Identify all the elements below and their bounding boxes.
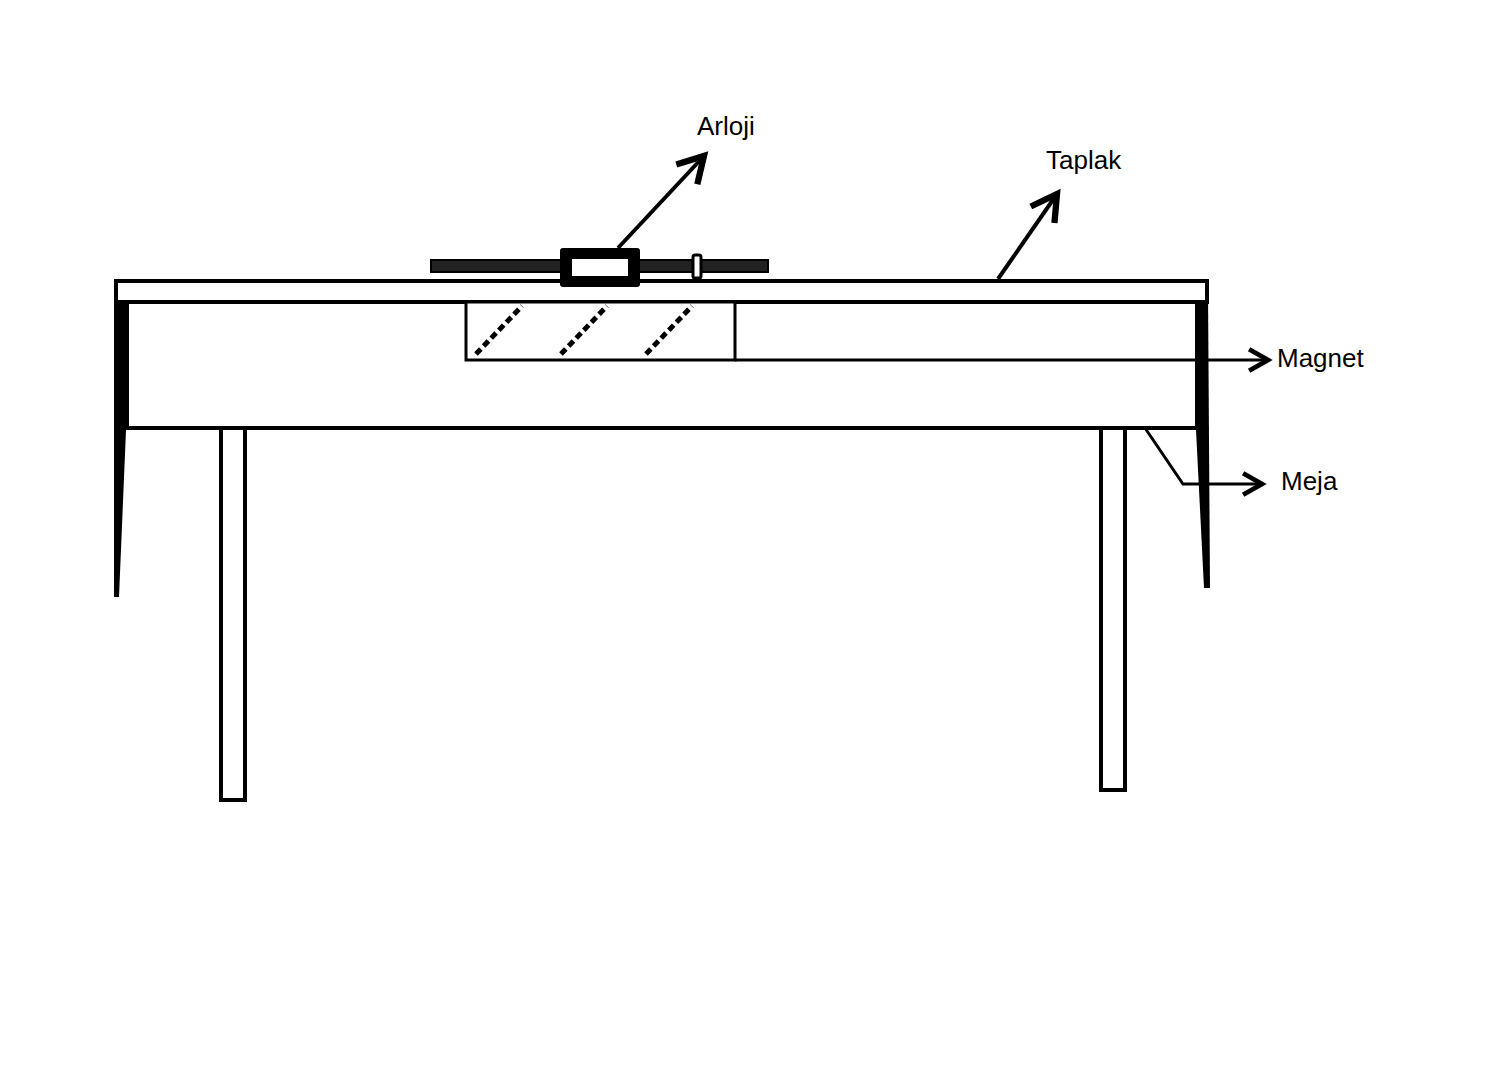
leader-arrow <box>618 156 704 248</box>
hatch-stroke <box>476 306 522 354</box>
magnet-block <box>466 302 735 360</box>
watch-buckle <box>693 255 701 278</box>
part-label: Arloji <box>697 113 755 139</box>
part-label: Taplak <box>1046 147 1121 173</box>
table-apron <box>127 302 1197 428</box>
watch-face <box>572 259 628 276</box>
part-label: Meja <box>1281 468 1337 494</box>
leader-arrow <box>1145 428 1262 484</box>
leader-arrow <box>735 359 1268 362</box>
tablecloth-board <box>116 281 1207 302</box>
part-label: Magnet <box>1277 345 1364 371</box>
watch-case <box>560 248 640 287</box>
cloth-left-drape <box>114 290 126 597</box>
leader-arrow <box>998 194 1057 279</box>
hatch-stroke <box>646 306 692 354</box>
hatch-stroke <box>561 306 607 354</box>
magnet-hatching <box>476 306 692 354</box>
table-leg <box>1101 428 1125 790</box>
table-leg <box>221 428 245 800</box>
